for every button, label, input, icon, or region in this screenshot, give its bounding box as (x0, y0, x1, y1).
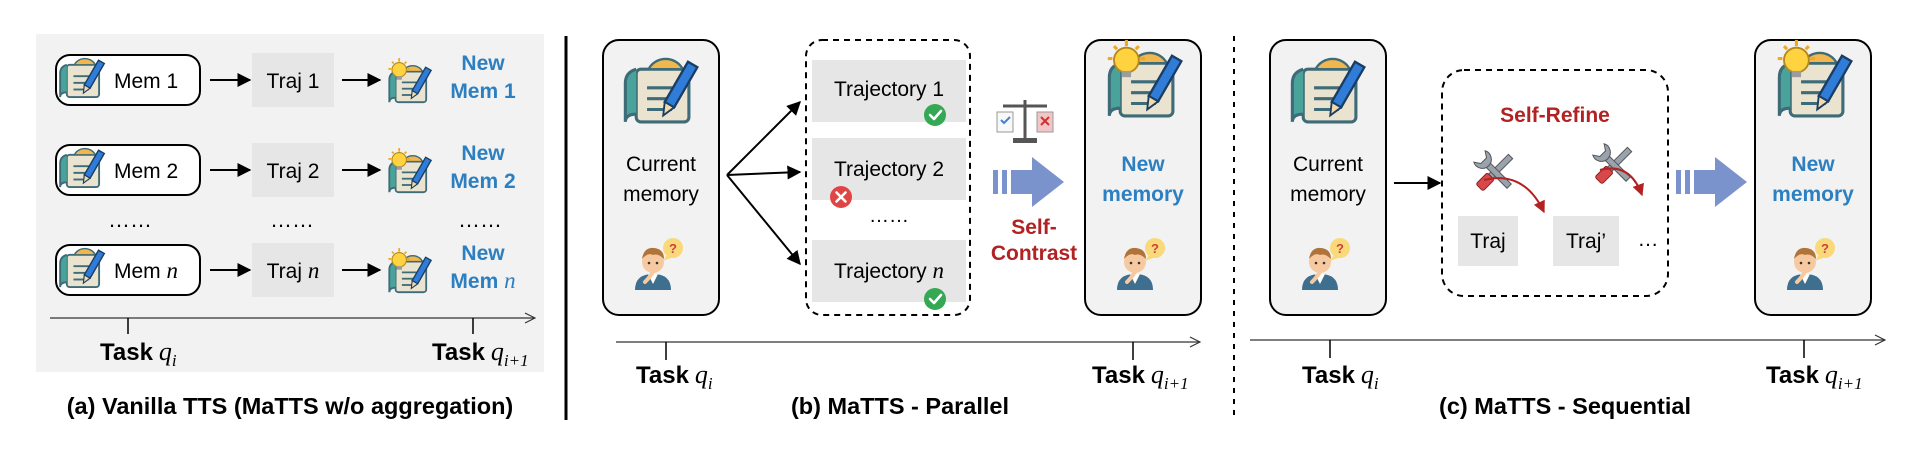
new-memory-c-line2: memory (1772, 183, 1854, 206)
caption-a: (a) Vanilla TTS (MaTTS w/o aggregation) (67, 393, 514, 419)
arrow-b-to-traj1 (726, 101, 801, 176)
traj-box (252, 53, 334, 107)
panel-c: Current memory Self-Refine Traj Traj’ … … (1250, 40, 1885, 419)
mem-label: Mem n (114, 258, 178, 283)
new-memory-c-line1: New (1791, 153, 1835, 176)
new-mem-line1: New (461, 242, 505, 265)
trajectory-2-label: Trajectory 2 (834, 158, 944, 181)
traj-prime-box (1553, 216, 1619, 266)
refine-ellipsis: … (1638, 228, 1659, 251)
traj-label: Traj 1 (267, 70, 320, 93)
caption-c: (c) MaTTS - Sequential (1439, 393, 1691, 419)
self-refine-label: Self-Refine (1500, 104, 1610, 127)
trajectory-1-label: Trajectory 1 (834, 78, 944, 101)
traj-box (252, 243, 334, 297)
panel-b: Current memory Trajectory 1 Trajectory 2… (602, 40, 1202, 419)
traj-label: Traj n (267, 258, 320, 283)
new-mem-line1: New (461, 142, 505, 165)
new-memory-b-line2: memory (1102, 183, 1184, 206)
new-mem-line2: Mem n (450, 268, 515, 293)
cross-circle-icon (828, 184, 854, 210)
trajectory-dots: …… (869, 205, 909, 227)
caption-b: (b) MaTTS - Parallel (791, 393, 1009, 419)
arrow-b-to-trajn (726, 174, 801, 266)
current-memory-b-line2: memory (623, 183, 699, 206)
traj-box (252, 143, 334, 197)
refine-output-arrow (1676, 157, 1747, 207)
current-memory-b-line1: Current (626, 153, 696, 176)
current-memory-c-line1: Current (1293, 153, 1363, 176)
mem-label: Mem 2 (114, 160, 178, 183)
current-memory-c-line2: memory (1290, 183, 1366, 206)
traj-box (1458, 216, 1518, 266)
refine-arrow-2 (1599, 167, 1644, 197)
new-mem-line1: New (461, 52, 505, 75)
balance-scale-icon (996, 100, 1054, 143)
dots-new: …… (458, 207, 502, 232)
self-contrast-line2: Contrast (991, 242, 1077, 265)
dots-mem: …… (108, 207, 152, 232)
mem-label: Mem 1 (114, 70, 178, 93)
trajectory-n-label: Trajectory n (834, 258, 944, 283)
refine-arrow-1 (1483, 177, 1545, 214)
dots-traj: …… (270, 207, 314, 232)
traj-label: Traj 2 (267, 160, 320, 183)
traj-prime-label: Traj’ (1566, 230, 1606, 253)
arrow-b-to-traj2 (726, 165, 802, 180)
new-memory-b-line1: New (1121, 153, 1165, 176)
new-mem-line2: Mem 1 (450, 80, 516, 103)
new-mem-line2: Mem 2 (450, 170, 515, 193)
check-circle-icon (922, 286, 948, 312)
check-circle-icon (922, 102, 948, 128)
traj-label: Traj (1470, 230, 1505, 253)
self-contrast-arrow (993, 157, 1064, 207)
self-contrast-line1: Self- (1011, 216, 1057, 239)
